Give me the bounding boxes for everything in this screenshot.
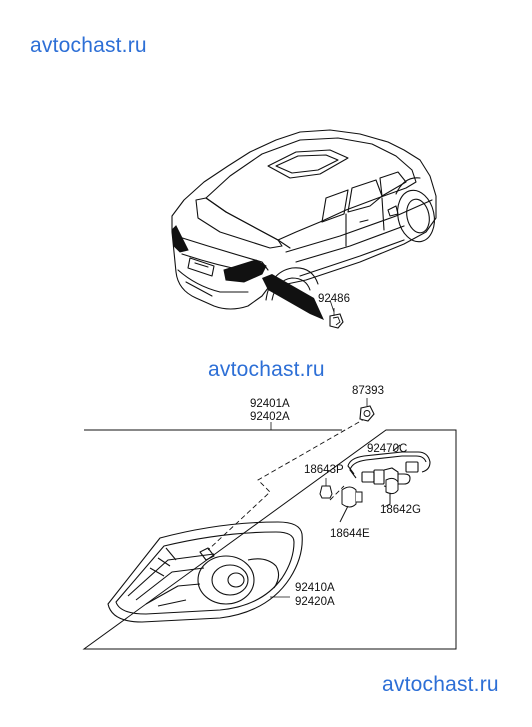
assembly-dashed-lines [207, 417, 367, 551]
lens-housing-92410a-shape [107, 521, 303, 623]
label-87393: 87393 [352, 385, 384, 397]
label-18642g: 18642G [380, 504, 421, 516]
car-illustration [171, 129, 437, 310]
bulb-18642g-shape [385, 477, 399, 504]
watermark-top: avtochast.ru [30, 34, 147, 57]
bulb-18644e-shape [339, 486, 363, 523]
leader-lines [270, 299, 391, 598]
label-92410a: 92410A [295, 582, 335, 594]
bulb-18643p-shape [319, 478, 333, 499]
socket-wiring-92470c-shape [347, 444, 431, 489]
assembly-frame [82, 429, 457, 650]
label-92401a: 92401A [250, 398, 290, 410]
pointer-arrow [262, 274, 324, 320]
label-18644e: 18644E [330, 528, 370, 540]
car-right-tail-lamp [223, 259, 267, 283]
label-18643p: 18643P [304, 464, 344, 476]
car-left-tail-lamp [171, 225, 189, 253]
watermark-bottom: avtochast.ru [382, 673, 499, 696]
watermark-middle: avtochast.ru [208, 358, 325, 381]
clip-92486-shape [329, 308, 344, 329]
label-92470c: 92470C [367, 443, 408, 455]
bolt-87393-shape [359, 398, 375, 422]
label-92420a: 92420A [295, 596, 335, 608]
label-92486: 92486 [318, 293, 350, 305]
label-92402a: 92402A [250, 411, 290, 423]
